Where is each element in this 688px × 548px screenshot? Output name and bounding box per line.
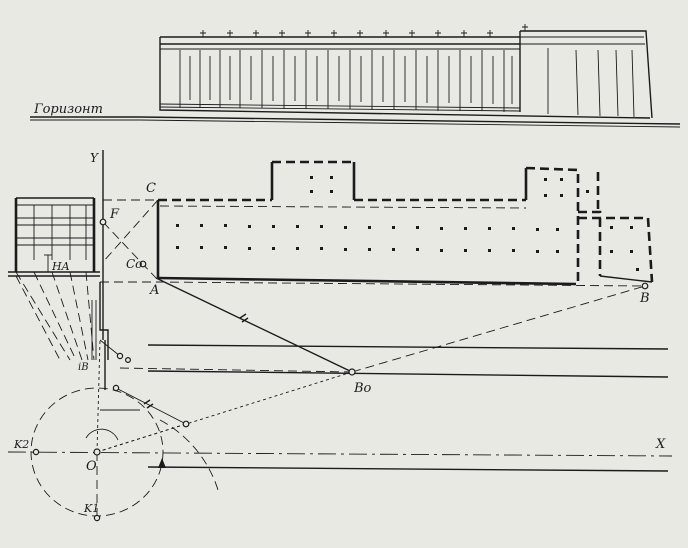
construction-points <box>32 218 649 522</box>
building-plan <box>156 160 654 286</box>
label-ha: HA <box>51 260 70 273</box>
building-facade-perspective <box>30 24 681 128</box>
x-axis-label: X <box>655 437 666 452</box>
construction-lines <box>7 199 673 518</box>
label-bo: Bo <box>353 381 372 396</box>
label-o: O <box>86 459 97 474</box>
label-f: F <box>109 207 120 222</box>
side-elevation <box>8 197 100 277</box>
label-k2: K2 <box>13 438 29 451</box>
label-b: B <box>639 291 650 306</box>
horizon-label: Горизонт <box>33 102 103 117</box>
y-axis-label: Y <box>90 151 99 165</box>
label-co: Co <box>126 257 142 271</box>
label-c: C <box>146 181 156 196</box>
label-a: A <box>149 283 159 298</box>
label-k1: K1 <box>83 502 99 515</box>
label-ib: iB <box>78 362 89 373</box>
